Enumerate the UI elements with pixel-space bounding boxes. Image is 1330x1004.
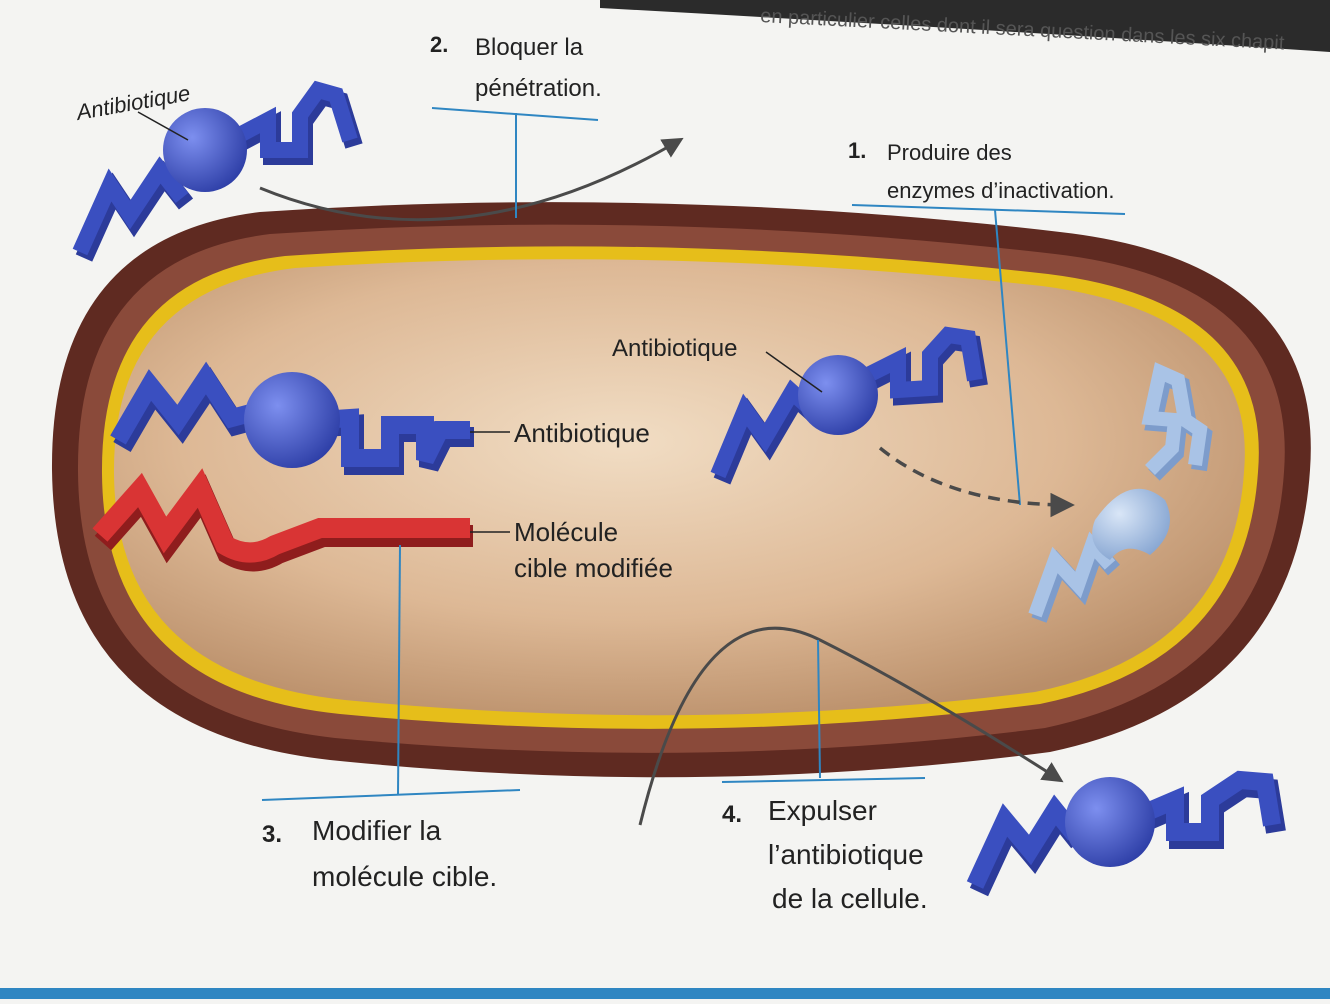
label-antibiotic-inside-right: Antibiotique <box>612 335 737 362</box>
cytoplasm <box>114 259 1245 715</box>
mechanism-4-number: 4. <box>722 801 742 828</box>
antibiotic-molecule-expelled <box>975 777 1276 892</box>
mechanism-4-line-2: l’antibiotique <box>768 839 924 870</box>
mechanism-3-line-1: Modifier la <box>312 815 442 846</box>
label-antibiotic-inside-left: Antibiotique <box>514 418 650 448</box>
mechanism-2-line-2: pénétration. <box>475 75 602 102</box>
label-modified-target-line-1: Molécule <box>514 517 618 547</box>
bottom-strip <box>0 988 1330 999</box>
mechanism-1-number: 1. <box>848 138 866 163</box>
label-antibiotic-outside: Antibiotique <box>73 80 193 125</box>
mechanism-1-line-2: enzymes d’inactivation. <box>887 178 1114 203</box>
mechanism-4-line-1: Expulser <box>768 795 877 826</box>
mechanism-2-line-1: Bloquer la <box>475 34 584 61</box>
mechanism-4-line-3: de la cellule. <box>772 883 928 914</box>
mechanism-3-line-2: molécule cible. <box>312 861 497 892</box>
mechanism-3-number: 3. <box>262 821 282 848</box>
label-modified-target-line-2: cible modifiée <box>514 553 673 583</box>
mechanism-1-line-1: Produire des <box>887 140 1012 165</box>
bacterial-cell <box>52 202 1311 777</box>
mechanism-2-number: 2. <box>430 32 448 57</box>
